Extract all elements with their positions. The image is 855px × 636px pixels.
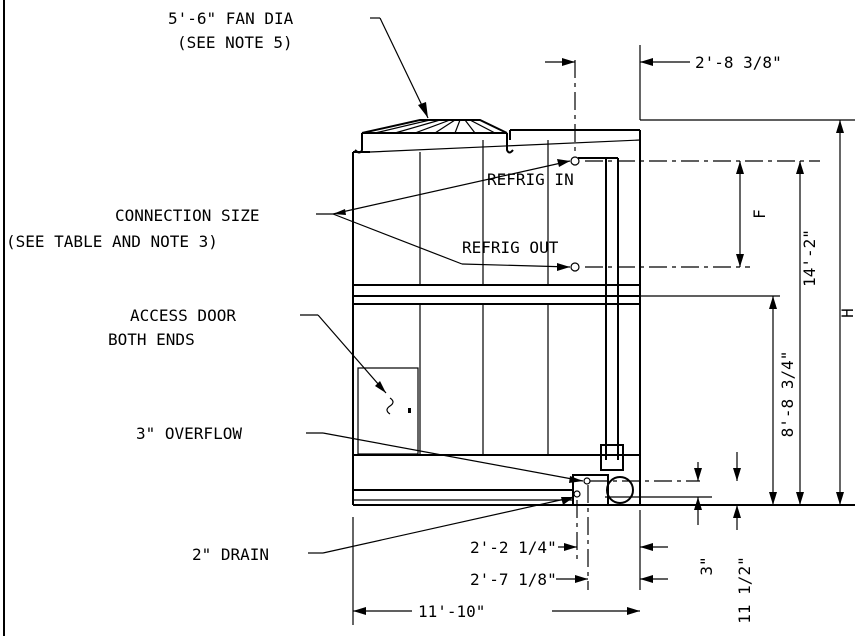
dim-f-label: F — [750, 209, 769, 219]
dim-small-3 — [694, 462, 702, 525]
dim-overflow-offset-label: 2'-7 1/8" — [470, 570, 557, 589]
refrig-in-label: REFRIG IN — [487, 170, 574, 189]
access-door-label: ACCESS DOOR — [130, 306, 236, 325]
dim-top-offset-label: 2'-8 3/8" — [695, 53, 782, 72]
dim-lower-height-label: 8'-8 3/4" — [778, 351, 797, 438]
dim-small-11-label: 11 1/2" — [735, 556, 754, 623]
refrig-out-connection — [570, 262, 580, 272]
refrig-in-connection — [570, 156, 580, 166]
dim-small-3-label: 3" — [697, 556, 716, 575]
connection-size-label: CONNECTION SIZE — [115, 206, 260, 225]
riser-pipe — [572, 157, 634, 506]
fan-cowl — [354, 119, 514, 154]
overflow-connection — [583, 477, 591, 485]
dim-drain-offset — [558, 510, 668, 590]
fan-dia-label: 5'-6" FAN DIA — [168, 9, 294, 28]
fan-note-label: (SEE NOTE 5) — [177, 33, 293, 52]
drain-connection — [573, 490, 581, 498]
drain-label: 2" DRAIN — [192, 545, 269, 564]
dim-h — [836, 120, 844, 505]
dim-total-height-label: 14'-2" — [800, 229, 819, 287]
access-door-ends-label: BOTH ENDS — [108, 330, 195, 349]
unit-body — [352, 129, 855, 506]
dim-total-height — [796, 161, 804, 505]
dim-lower-height — [769, 296, 777, 505]
dim-width-label: 11'-10" — [418, 602, 485, 621]
dim-width — [352, 517, 640, 625]
dim-small-11 — [733, 452, 741, 530]
dim-overflow-offset — [556, 575, 668, 583]
dim-top-offset — [545, 45, 690, 120]
connection-note-label: (SEE TABLE AND NOTE 3) — [6, 232, 218, 251]
refrig-out-label: REFRIG OUT — [462, 238, 559, 257]
overflow-label: 3" OVERFLOW — [136, 424, 242, 443]
dim-drain-offset-label: 2'-2 1/4" — [470, 538, 557, 557]
dim-h-label: H — [838, 308, 855, 318]
access-door — [357, 367, 419, 455]
dim-f — [736, 161, 744, 267]
leader-lines — [300, 17, 584, 554]
